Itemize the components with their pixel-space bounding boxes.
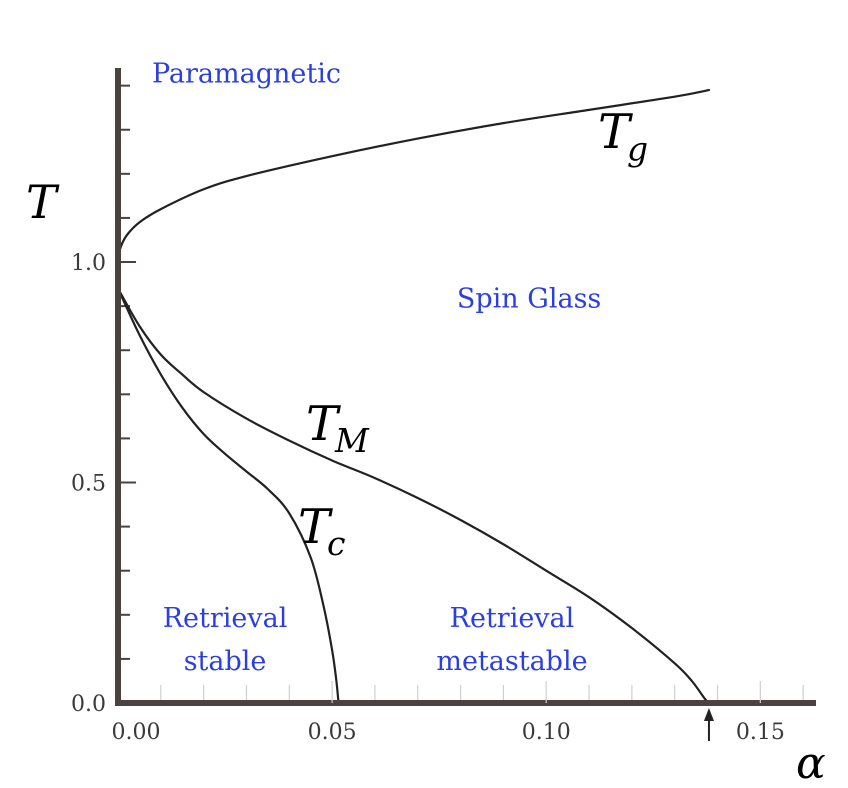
y-tick-label: 0.0: [71, 692, 106, 717]
curve-t-g: [116, 88, 711, 264]
curve-t-m: [116, 287, 711, 705]
region-label: metastable: [436, 646, 587, 677]
region-label: Spin Glass: [457, 283, 601, 314]
critical-alpha-arrow: [703, 708, 714, 741]
y-tick-label: 0.5: [71, 472, 106, 497]
x-tick-label: 0.00: [112, 720, 161, 745]
arrow-head: [703, 708, 714, 721]
curves-group: [116, 88, 711, 705]
region-label: Retrieval: [450, 603, 575, 634]
region-label: stable: [184, 646, 267, 677]
y-tick-label: 1.0: [71, 251, 106, 276]
tick-labels-group: 0.0 0.5 1.0 0.00 0.05 0.10 0.15: [71, 251, 785, 745]
x-tick-label: 0.05: [308, 720, 357, 745]
ticks-group: [118, 261, 761, 704]
series-label-t-c: Tc: [298, 499, 346, 563]
region-label: Retrieval: [163, 603, 288, 634]
x-axis-label: α: [796, 738, 826, 788]
series-label-t-m: TM: [306, 396, 370, 460]
x-tick-label: 0.15: [736, 720, 785, 745]
series-label-t-g: Tg: [598, 104, 648, 168]
x-tick-label: 0.10: [522, 720, 571, 745]
region-label: Paramagnetic: [152, 58, 341, 89]
curve-t-c: [116, 287, 340, 705]
y-axis-label: T: [26, 175, 60, 229]
